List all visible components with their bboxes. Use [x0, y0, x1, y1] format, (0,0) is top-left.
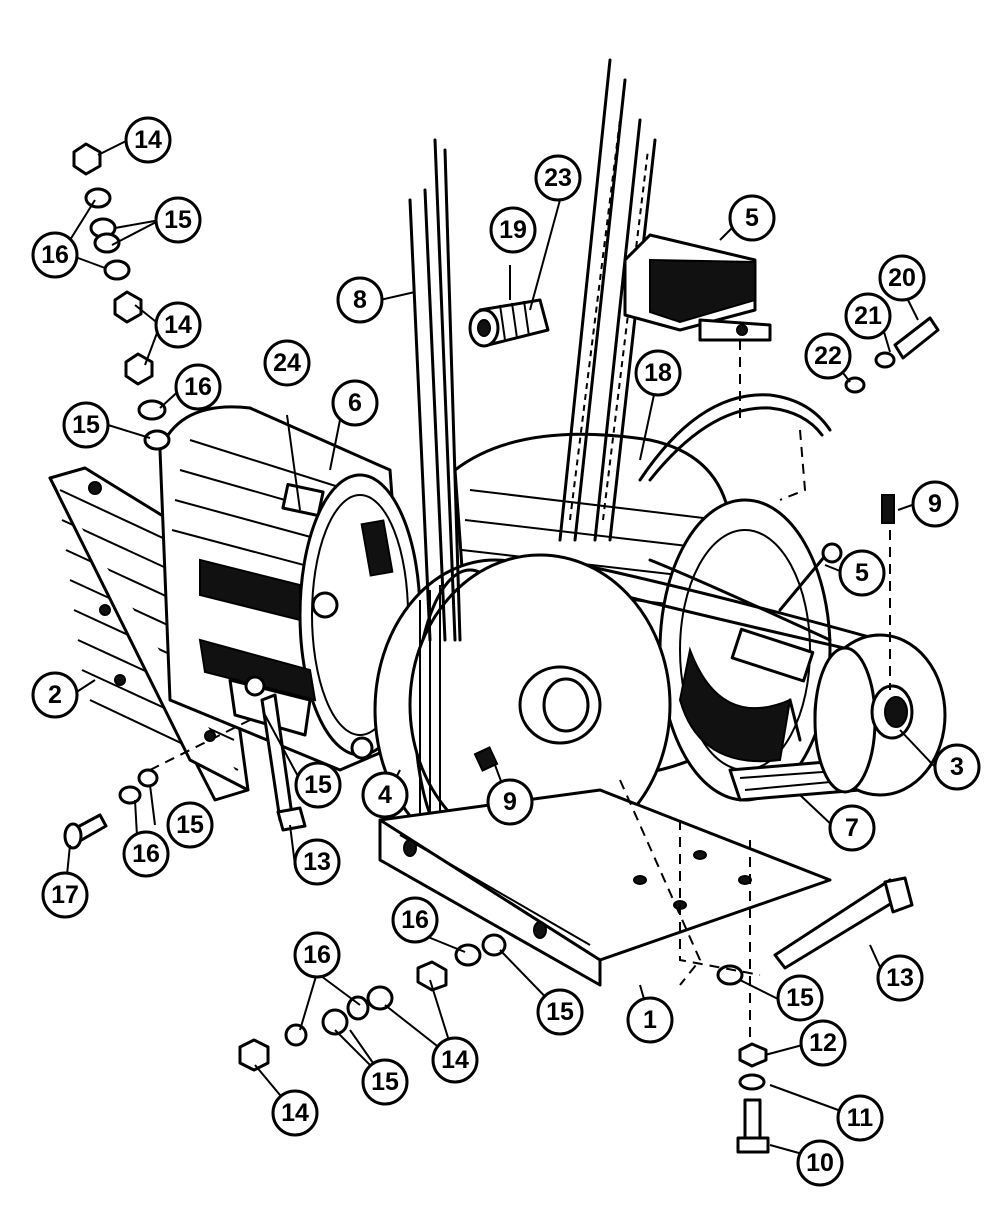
callout: 23 [534, 154, 582, 202]
callout-label: 13 [303, 848, 331, 876]
callout-label: 10 [806, 1149, 834, 1177]
bushing [468, 298, 550, 348]
callout: 16 [122, 830, 170, 878]
callout-label: 16 [401, 906, 429, 934]
callout-label: 8 [353, 286, 367, 314]
small-pulley [813, 633, 947, 797]
callout-label: 21 [854, 302, 882, 330]
callout-label: 12 [809, 1029, 837, 1057]
callout-label: 15 [786, 984, 814, 1012]
callout: 12 [799, 1019, 847, 1067]
callout: 15 [294, 761, 342, 809]
callout-label: 14 [441, 1046, 469, 1074]
callout-label: 5 [855, 559, 869, 587]
assembly-lines [149, 340, 891, 1040]
callout: 15 [62, 401, 110, 449]
callout: 8 [336, 276, 384, 324]
switch-box [623, 233, 772, 342]
callout-label: 19 [499, 216, 527, 244]
callout: 16 [293, 931, 341, 979]
callout: 24 [263, 339, 311, 387]
callout-label: 18 [644, 359, 672, 387]
callout-label: 20 [888, 264, 916, 292]
callout: 1 [626, 996, 674, 1044]
callout: 19 [489, 206, 537, 254]
callout-label: 15 [164, 206, 192, 234]
callout: 14 [271, 1089, 319, 1137]
callout-label: 15 [546, 998, 574, 1026]
callout-label: 13 [886, 964, 914, 992]
callout: 16 [391, 896, 439, 944]
callout-label: 15 [371, 1068, 399, 1096]
callout: 16 [174, 363, 222, 411]
callout: 15 [536, 988, 584, 1036]
callout-label: 7 [845, 814, 859, 842]
callout-label: 11 [847, 1104, 874, 1132]
callout: 17 [41, 871, 89, 919]
callout: 13 [876, 954, 924, 1002]
drive-chains [408, 58, 657, 642]
callout-label: 15 [176, 811, 204, 839]
callout-label: 22 [814, 342, 842, 370]
callout: 15 [776, 974, 824, 1022]
callout: 10 [796, 1139, 844, 1187]
callout-label: 17 [51, 881, 79, 909]
callout: 21 [844, 292, 892, 340]
callout: 15 [361, 1058, 409, 1106]
fasteners [63, 142, 940, 1154]
callout: 7 [828, 804, 876, 852]
callout-label: 16 [132, 840, 160, 868]
callout-label: 16 [303, 941, 331, 969]
callout-label: 15 [304, 771, 332, 799]
callout: 13 [293, 838, 341, 886]
callout: 14 [154, 301, 202, 349]
callout-label: 1 [643, 1006, 657, 1034]
callout: 14 [431, 1036, 479, 1084]
callout-label: 14 [281, 1099, 309, 1127]
callout: 15 [166, 801, 214, 849]
base-plate [378, 788, 832, 987]
callout: 4 [361, 771, 409, 819]
callout-label: 5 [745, 204, 759, 232]
callout: 18 [634, 349, 682, 397]
callout-label: 23 [544, 164, 572, 192]
callout: 3 [933, 743, 981, 791]
callout: 15 [154, 196, 202, 244]
callout: 9 [486, 778, 534, 826]
callout-label: 24 [273, 349, 301, 377]
callout-label: 9 [928, 490, 942, 518]
callout-label: 3 [950, 753, 964, 781]
callout-label: 2 [48, 681, 62, 709]
callout: 2 [31, 671, 79, 719]
callout: 22 [804, 332, 852, 380]
callout: 6 [331, 379, 379, 427]
callout-label: 14 [134, 126, 162, 154]
callout: 5 [728, 194, 776, 242]
callout-label: 6 [348, 389, 362, 417]
callout-label: 9 [503, 788, 517, 816]
belt-guard [638, 393, 832, 482]
callout-label: 16 [184, 373, 212, 401]
callout-label: 15 [72, 411, 100, 439]
callout-label: 4 [378, 781, 392, 809]
callout-label: 14 [164, 311, 192, 339]
callout: 9 [911, 480, 959, 528]
callout: 5 [838, 549, 886, 597]
callout: 11 [836, 1094, 884, 1142]
callout: 20 [878, 254, 926, 302]
callout: 14 [124, 116, 172, 164]
callout: 16 [31, 231, 79, 279]
large-pulley [373, 553, 672, 862]
callout-label: 16 [41, 241, 69, 269]
